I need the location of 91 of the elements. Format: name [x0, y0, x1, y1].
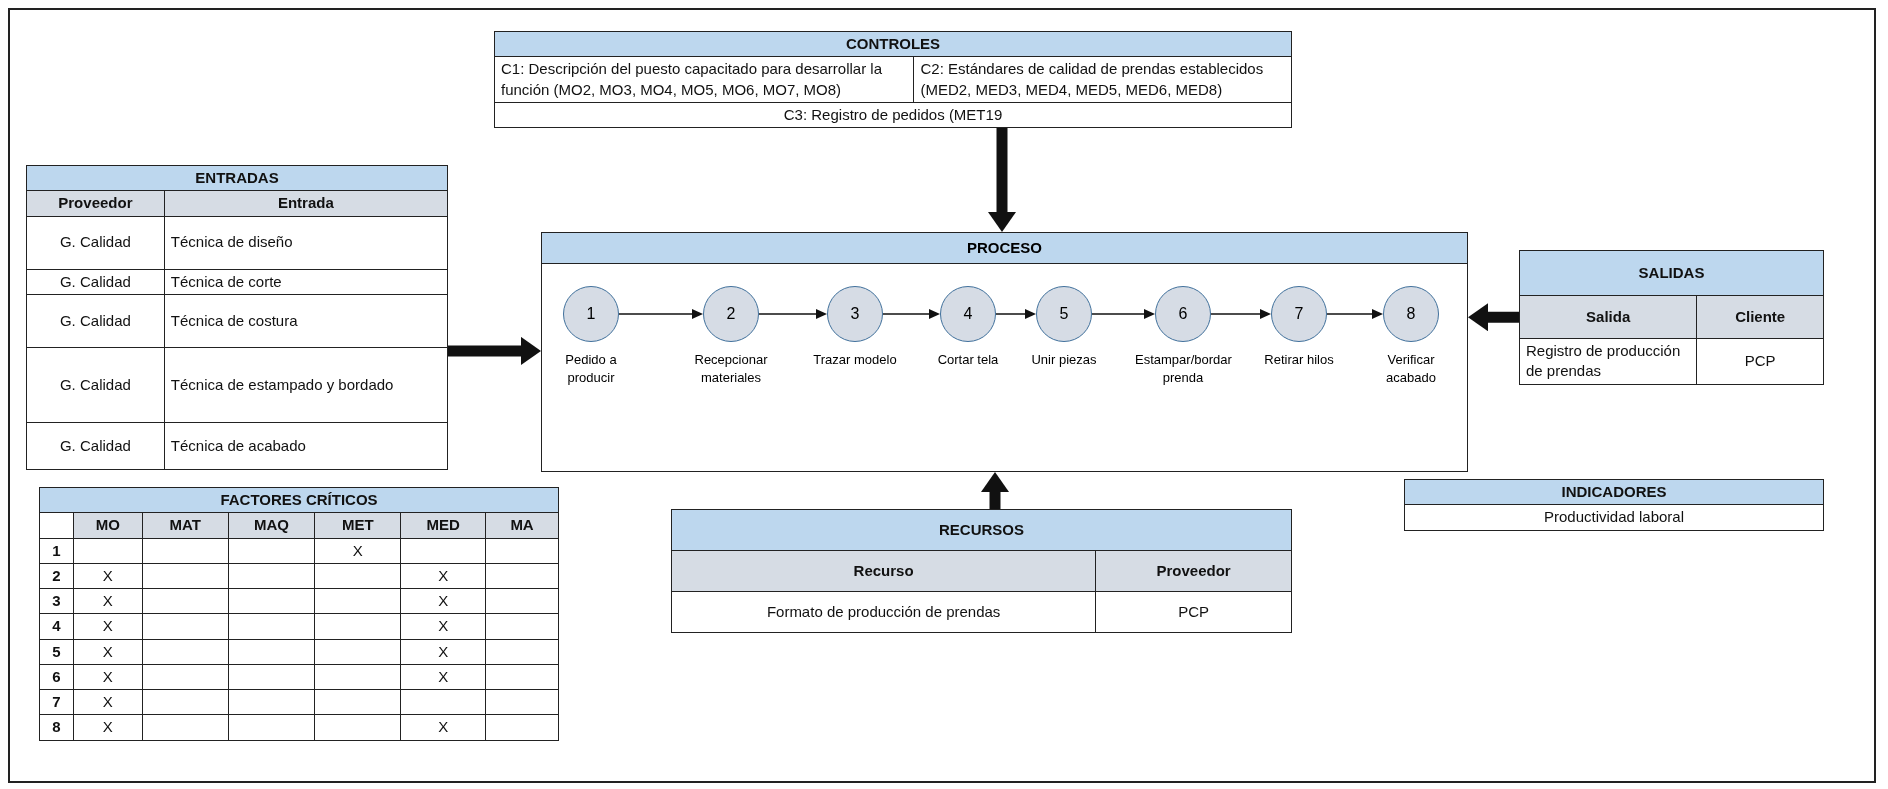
table-cell: C2: Estándares de calidad de prendas establecidos (MED2, MED3, MED4, MED5, MED6, MED8): [913, 56, 1292, 103]
arrow: [1326, 309, 1383, 319]
table-title: SALIDAS: [1519, 250, 1824, 296]
step-label: Verificar acabado: [1385, 351, 1437, 387]
step-circle: 3: [827, 286, 883, 342]
step-circle: 8: [1383, 286, 1439, 342]
arrow: [618, 309, 703, 319]
x-mark: X: [73, 689, 143, 715]
block-arrow: [988, 128, 1016, 232]
resources-table: [671, 509, 1292, 633]
column-header: Entrada: [164, 190, 448, 216]
x-mark: X: [73, 664, 143, 690]
table-cell: G. Calidad: [26, 347, 165, 423]
x-mark: X: [73, 588, 143, 614]
row-number: 1: [39, 538, 74, 564]
table-cell: G. Calidad: [26, 216, 165, 269]
block-arrow: [448, 336, 541, 365]
step-label: Unir piezas: [1030, 351, 1098, 369]
row-number: 3: [39, 588, 74, 614]
block-arrow: [1468, 303, 1519, 332]
step-circle: 7: [1271, 286, 1327, 342]
table-title: FACTORES CRÍTICOS: [39, 487, 559, 513]
block-arrow: [981, 472, 1009, 509]
column-header: MAT: [142, 512, 229, 538]
arrow: [995, 309, 1036, 319]
step-label: Recepcionar materiales: [693, 351, 769, 387]
arrow: [1091, 309, 1155, 319]
column-header: Recurso: [671, 550, 1096, 592]
row-number: 5: [39, 639, 74, 665]
column-header: Proveedor: [26, 190, 165, 216]
column-header: Salida: [1519, 295, 1697, 339]
table-cell: Técnica de diseño: [164, 216, 448, 269]
x-mark: X: [73, 613, 143, 639]
table-cell: G. Calidad: [26, 422, 165, 470]
x-mark: X: [400, 613, 486, 639]
indicators-table: [1404, 479, 1824, 531]
step-circle: 6: [1155, 286, 1211, 342]
x-mark: X: [73, 714, 143, 740]
process-title: PROCESO: [542, 233, 1467, 264]
table-cell: PCP: [1696, 338, 1824, 384]
table-cell: C3: Registro de pedidos (MET19: [494, 102, 1292, 128]
column-header: Cliente: [1696, 295, 1824, 339]
step-circle: 1: [563, 286, 619, 342]
table-cell: Técnica de corte: [164, 269, 448, 295]
row-number: 2: [39, 563, 74, 589]
x-mark: X: [400, 639, 486, 665]
table-title: INDICADORES: [1404, 479, 1824, 505]
table-cell: Formato de producción de prendas: [671, 591, 1096, 633]
table-cell: G. Calidad: [26, 269, 165, 295]
x-mark: X: [400, 714, 486, 740]
critical-factors-table: [39, 487, 559, 741]
controls-table: [494, 31, 1292, 128]
table-title: RECURSOS: [671, 509, 1292, 551]
table-cell: C1: Descripción del puesto capacitado para desarrollar la función (MO2, MO3, MO4, MO5, MO6, MO7, MO8): [494, 56, 914, 103]
arrow: [758, 309, 827, 319]
step-circle: 5: [1036, 286, 1092, 342]
column-header: MET: [314, 512, 401, 538]
step-circle: 4: [940, 286, 996, 342]
x-mark: X: [400, 563, 486, 589]
step-circle: 2: [703, 286, 759, 342]
x-mark: X: [73, 639, 143, 665]
table-cell: Productividad laboral: [1404, 504, 1824, 530]
x-mark: X: [400, 588, 486, 614]
row-number: 8: [39, 714, 74, 740]
table-cell: Técnica de costura: [164, 294, 448, 348]
x-mark: X: [73, 563, 143, 589]
table-cell: G. Calidad: [26, 294, 165, 348]
table-cell: Registro de producción de prendas: [1519, 338, 1697, 384]
process-box: [541, 232, 1468, 472]
inputs-table: [26, 165, 448, 470]
step-label: Trazar modelo: [812, 351, 898, 369]
arrow: [1210, 309, 1271, 319]
step-label: Cortar tela: [936, 351, 1000, 369]
step-label: Retirar hilos: [1263, 351, 1335, 369]
column-header: MED: [400, 512, 486, 538]
x-mark: X: [400, 664, 486, 690]
column-header: Proveedor: [1095, 550, 1292, 592]
table-cell: PCP: [1095, 591, 1292, 633]
arrow: [882, 309, 940, 319]
step-label: Pedido a producir: [564, 351, 618, 387]
table-title: ENTRADAS: [26, 165, 448, 191]
x-mark: X: [314, 538, 401, 564]
column-header: MAQ: [228, 512, 315, 538]
row-number: 4: [39, 613, 74, 639]
row-number: 7: [39, 689, 74, 715]
row-number: 6: [39, 664, 74, 690]
table-cell: Técnica de acabado: [164, 422, 448, 470]
step-label: Estampar/bordar prenda: [1135, 351, 1231, 387]
table-title: CONTROLES: [494, 31, 1292, 57]
table-cell: Técnica de estampado y bordado: [164, 347, 448, 423]
outputs-table: [1519, 250, 1824, 385]
